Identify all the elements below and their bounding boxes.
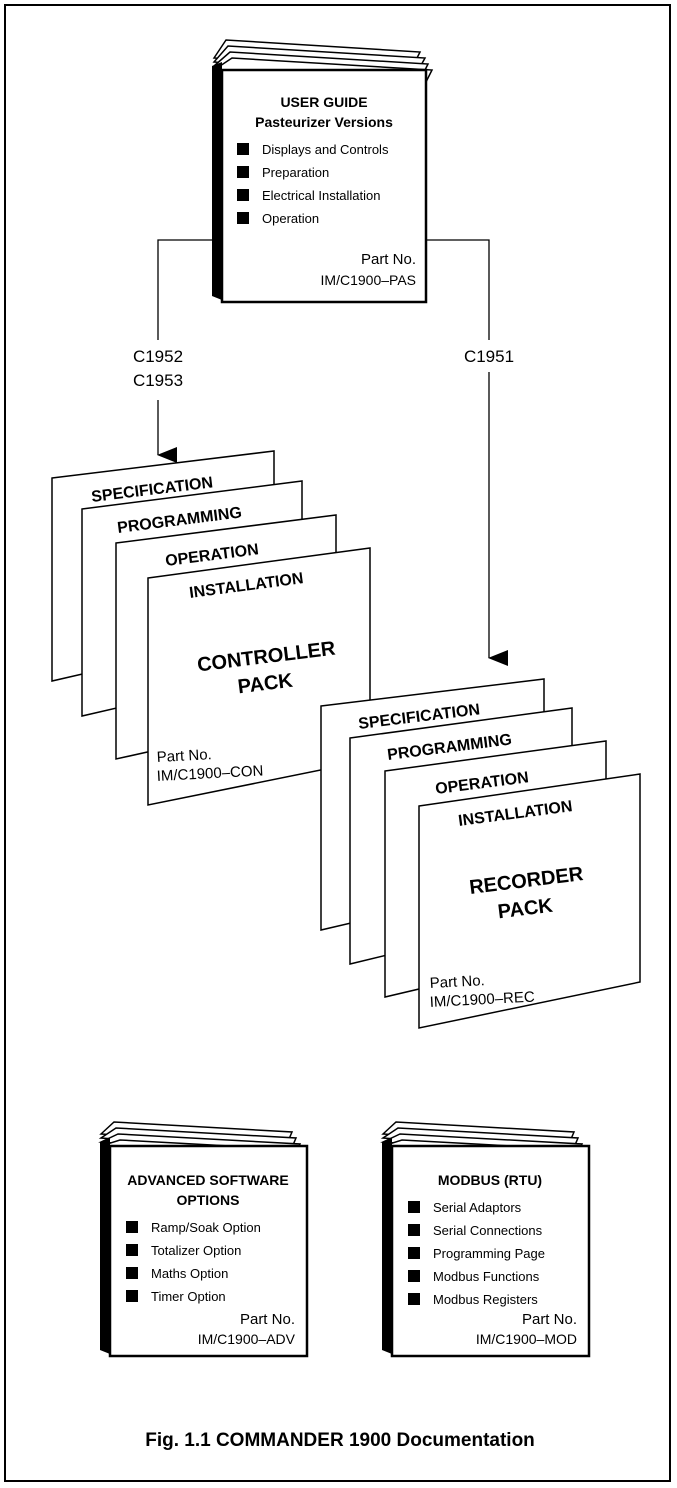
user-guide-book: USER GUIDE Pasteurizer Versions Displays… [211, 39, 434, 304]
user-guide-cover [220, 68, 428, 304]
user-guide-title: USER GUIDE [280, 94, 367, 110]
recorder-pack: SPECIFICATION PROGRAMMING OPERATION INST… [320, 678, 641, 1029]
advanced-options-book: ADVANCED SOFTWARE OPTIONS Ramp/Soak Opti… [98, 1121, 309, 1358]
modbus-item: Modbus Registers [433, 1292, 538, 1307]
recorder-part-label: Part No. [429, 972, 485, 992]
modbus-item: Serial Connections [433, 1223, 543, 1238]
user-guide-item: Displays and Controls [262, 142, 389, 157]
bullet-icon [237, 212, 249, 224]
user-guide-subtitle: Pasteurizer Versions [255, 114, 393, 130]
controller-pack: SPECIFICATION PROGRAMMING OPERATION INST… [51, 450, 371, 806]
figure-caption: Fig. 1.1 COMMANDER 1900 Documentation [145, 1430, 535, 1451]
user-guide-item: Preparation [262, 165, 329, 180]
bullet-icon [408, 1293, 420, 1305]
advanced-item: Totalizer Option [151, 1243, 241, 1258]
modbus-spine [382, 1138, 392, 1354]
user-guide-part-label: Part No. [361, 251, 416, 268]
bullet-icon [237, 189, 249, 201]
user-guide-item: Operation [262, 211, 319, 226]
bullet-icon [408, 1270, 420, 1282]
advanced-part-number: IM/C1900–ADV [198, 1331, 296, 1347]
right-branch-model: C1951 [464, 347, 514, 366]
advanced-part-label: Part No. [240, 1311, 295, 1328]
modbus-part-number: IM/C1900–MOD [476, 1331, 577, 1347]
advanced-title: ADVANCED SOFTWARE [127, 1172, 289, 1188]
modbus-item: Modbus Functions [433, 1269, 540, 1284]
left-branch-line [157, 239, 212, 340]
advanced-spine [100, 1138, 110, 1354]
modbus-book: MODBUS (RTU) Serial Adaptors Serial Conn… [380, 1121, 591, 1358]
bullet-icon [126, 1267, 138, 1279]
bullet-icon [126, 1290, 138, 1302]
bullet-icon [126, 1221, 138, 1233]
bullet-icon [408, 1201, 420, 1213]
modbus-cover [390, 1144, 591, 1358]
advanced-cover [108, 1144, 309, 1358]
user-guide-part-number: IM/C1900–PAS [321, 272, 416, 288]
recorder-sheet-installation [418, 773, 641, 1029]
advanced-item: Timer Option [151, 1289, 226, 1304]
advanced-item: Maths Option [151, 1266, 228, 1281]
modbus-item: Serial Adaptors [433, 1200, 522, 1215]
advanced-item: Ramp/Soak Option [151, 1220, 261, 1235]
bullet-icon [237, 143, 249, 155]
modbus-part-label: Part No. [522, 1311, 577, 1328]
branch-connectors [157, 239, 508, 666]
advanced-title-line2: OPTIONS [176, 1192, 239, 1208]
right-branch-line [426, 239, 490, 340]
user-guide-spine [212, 62, 222, 300]
modbus-item: Programming Page [433, 1246, 545, 1261]
user-guide-item: Electrical Installation [262, 188, 381, 203]
controller-part-number: IM/C1900–CON [156, 762, 263, 785]
bullet-icon [408, 1247, 420, 1259]
bullet-icon [126, 1244, 138, 1256]
left-branch-model: C1952 [133, 347, 183, 366]
recorder-part-number: IM/C1900–REC [429, 989, 535, 1011]
bullet-icon [237, 166, 249, 178]
bullet-icon [408, 1224, 420, 1236]
controller-part-label: Part No. [156, 746, 212, 766]
left-branch-model: C1953 [133, 371, 183, 390]
modbus-title: MODBUS (RTU) [438, 1172, 542, 1188]
